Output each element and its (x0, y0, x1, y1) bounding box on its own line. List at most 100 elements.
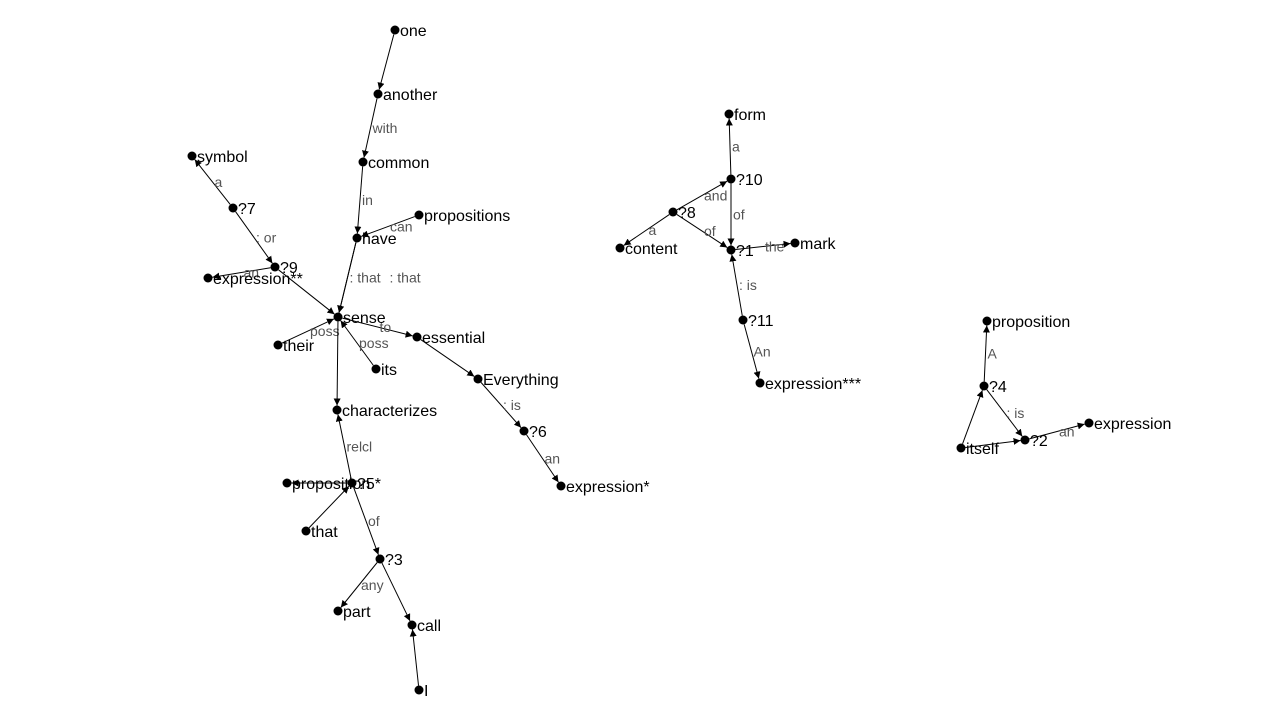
edge-label: in (362, 192, 373, 208)
node-q1: ?1 (726, 243, 754, 260)
node-i: I (414, 683, 428, 700)
edge-q6-to-expr1 (526, 434, 559, 483)
node-label: expression** (213, 271, 303, 288)
node-label: have (362, 231, 397, 248)
edge-propositions-to-have (361, 216, 415, 238)
node-dot (738, 315, 748, 325)
node-itself: itself (956, 441, 999, 458)
edge-q4-to-proposition_b (982, 325, 990, 382)
node-label: ?5* (357, 476, 381, 493)
edge-label: and (704, 188, 727, 204)
edge-q8-to-q1 (676, 214, 728, 248)
edge-label: can (390, 219, 413, 235)
edge-one-to-another (377, 34, 395, 90)
edge-q7-to-q9 (235, 211, 273, 264)
node-dot (724, 109, 734, 119)
node-form: form (724, 107, 766, 124)
edge-sense-to-characterizes (333, 321, 341, 406)
node-proposition_b: proposition (982, 314, 1070, 331)
node-label: Everything (483, 372, 559, 389)
node-dot (407, 620, 417, 630)
edge-q2-to-expression (1029, 422, 1085, 440)
node-dot (668, 207, 678, 217)
edge-q7-to-symbol (194, 159, 231, 205)
node-q3: ?3 (375, 552, 403, 569)
edge-label: : is (503, 397, 521, 413)
edge-label: : is (1007, 405, 1025, 421)
node-dot (412, 332, 422, 342)
node-label: content (625, 241, 678, 258)
edge-its-to-sense (340, 320, 374, 366)
node-label: mark (800, 236, 837, 253)
node-label: I (424, 683, 428, 700)
node-dot (203, 273, 213, 283)
edge-everything-to-q6 (480, 382, 522, 428)
node-label: ?1 (736, 243, 754, 260)
edge-label: an (1059, 424, 1075, 440)
node-dot (187, 151, 197, 161)
node-label: ?11 (748, 313, 774, 330)
node-expression: expression (1084, 416, 1171, 433)
node-dot (519, 426, 529, 436)
node-label: another (383, 87, 438, 104)
node-essential: essential (412, 330, 485, 347)
node-expr2: expression** (203, 271, 303, 288)
node-q2: ?2 (1020, 433, 1048, 450)
node-dot (755, 378, 765, 388)
node-label: its (381, 362, 397, 379)
node-symbol: symbol (187, 149, 248, 166)
edge-label: : or (256, 230, 277, 246)
node-dot (333, 606, 343, 616)
node-characterizes: characterizes (332, 403, 437, 420)
node-that: that (301, 524, 338, 541)
node-dot (332, 405, 342, 415)
node-dot (390, 25, 400, 35)
node-expr1: expression* (556, 479, 650, 496)
node-dot (615, 243, 625, 253)
edge-label: the (765, 239, 785, 255)
edge-q8-to-q10 (676, 180, 728, 211)
node-dot (979, 381, 989, 391)
node-dot (301, 526, 311, 536)
node-label: expression*** (765, 376, 861, 393)
node-dot (414, 210, 424, 220)
edge-q11-to-expr3 (743, 324, 761, 379)
edge-label: an (244, 265, 260, 281)
node-propositions: propositions (414, 208, 510, 225)
node-label: ?4 (989, 379, 1007, 396)
edge-q10-to-form (725, 118, 733, 175)
edge-label: relcl (347, 439, 373, 455)
node-call: call (407, 618, 441, 635)
node-q8: ?8 (668, 205, 696, 222)
node-q7: ?7 (228, 201, 256, 218)
edge-another-to-common (362, 98, 378, 158)
node-dot (790, 238, 800, 248)
node-label: common (368, 155, 429, 172)
edge-q4-to-q2 (986, 389, 1023, 437)
edge-label: with (372, 120, 398, 136)
node-sense: sense (333, 310, 386, 327)
node-label: part (343, 604, 371, 621)
node-label: ?6 (529, 424, 547, 441)
edge-i-to-call (409, 629, 420, 686)
node-label: sense (343, 310, 386, 327)
node-label: characterizes (342, 403, 437, 420)
node-mark: mark (790, 236, 837, 253)
node-everything: Everything (473, 372, 559, 389)
edge-that-to-q5 (308, 485, 350, 529)
edge-label: : is (739, 277, 757, 293)
edge-label: a (215, 174, 223, 190)
node-dot (228, 203, 238, 213)
edge-q1-to-mark (735, 240, 791, 251)
node-label: ?3 (385, 552, 403, 569)
node-expr3: expression*** (755, 376, 861, 393)
node-label: ?10 (736, 172, 763, 189)
edge-label: an (545, 451, 561, 467)
node-label: ?2 (1030, 433, 1048, 450)
edge-label: An (754, 344, 771, 360)
edge-label: poss (359, 335, 389, 351)
edge-label: of (368, 513, 380, 529)
node-dot (347, 478, 357, 488)
